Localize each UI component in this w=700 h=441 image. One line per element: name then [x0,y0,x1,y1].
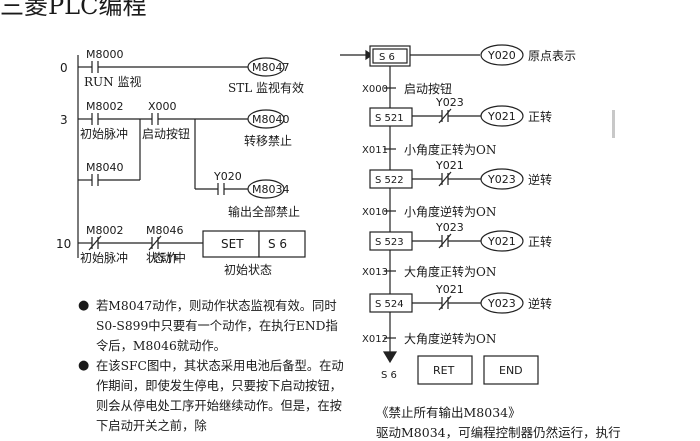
sfc-output-coil-1 [480,105,524,127]
sfc-step-box-3 [369,231,413,251]
contact-init-pulse-a: 初始脉冲 [80,126,128,141]
sfc-output-desc-1: 正转 [528,109,552,124]
sfc-trans-contact-1: X000 [362,84,388,95]
scroll-indicator[interactable] [612,110,615,138]
sfc-init-output-label: Y020 [487,49,516,62]
note-item: ● 在该SFC图中，其状态采用电池后备型。在动作期间，即使发生停电，只要按下启动… [78,356,348,436]
coil-m8040-desc: 转移禁止 [244,133,292,148]
step-number-3: 3 [60,113,68,127]
contact-m8040: M8040 [86,161,124,174]
sfc-output-label-4: Y023 [487,297,516,310]
sfc-ret-label: RET [433,364,455,377]
sfc-output-coil-4 [480,292,524,314]
sfc-output-coil-2 [480,168,524,190]
note-item: ● 若M8047动作，则动作状态监视有效。同时S0-S899中只要有一个动作，在… [78,296,348,356]
sfc-step-label-4: S 524 [375,299,404,310]
coil-m8047 [247,57,285,77]
coil-m8040 [247,109,285,129]
step-number-10: 10 [56,237,71,251]
sfc-output-coil-3 [480,230,524,252]
sfc-interlock-3: Y023 [435,221,464,234]
sfc-interlock-2: Y021 [435,159,464,172]
sfc-trans-desc-2: 小角度正转为ON [404,142,496,157]
contact-start-btn: 启动按钮 [142,126,190,141]
contact-init-pulse-b: 初始脉冲 [80,250,128,265]
contact-x000: X000 [148,100,177,113]
bullet-icon: ● [78,358,90,373]
sfc-trans-desc-5: 大角度逆转为ON [404,331,496,346]
sfc-trans-contact-5: X012 [362,334,388,345]
sfc-trans-desc-3: 小角度逆转为ON [404,204,496,219]
sfc-step-box-1 [369,107,413,127]
sfc-trans-desc-1: 启动按钮 [404,81,452,96]
page-header-title: 三菱PLC编程 [0,0,147,20]
contact-run-label: RUN 监视 [84,74,141,89]
coil-m8034-label: M8034 [252,183,290,196]
sfc-jump-target: S 6 [381,370,397,381]
coil-m8034-desc: 输出全部禁止 [228,204,300,219]
coil-m8047-label: M8047 [252,61,290,74]
sfc-trans-contact-4: X013 [362,267,388,278]
sfc-step-box-2 [369,169,413,189]
sfc-end-label: END [499,364,523,377]
sfc-output-desc-4: 逆转 [528,296,552,311]
bullet-icon: ● [78,298,90,313]
note-text: 在该SFC图中，其状态采用电池后备型。在动作期间，即使发生停电，只要按下启动按钮… [96,359,344,433]
sfc-init-output-desc: 原点表示 [528,49,576,63]
contact-m8002-b: M8002 [86,224,124,237]
sfc-output-label-2: Y023 [487,173,516,186]
sfc-trans-contact-3: X010 [362,207,388,218]
coil-m8034 [247,179,285,199]
set-operand-label: S 6 [268,237,287,251]
coil-m8047-desc: STL 监视有效 [228,80,304,95]
section-body: 驱动M8034，可编程控制器仍然运行，执行 [376,425,621,440]
set-op-label: SET [221,237,244,251]
sfc-step-label-2: S 522 [375,175,404,186]
section-caption: 《禁止所有输出M8034》 [376,405,521,420]
step-number-0: 0 [60,61,68,75]
sfc-step-label-1: S 521 [375,113,404,124]
sfc-output-label-1: Y021 [487,110,516,123]
set-op-box [202,230,260,258]
contact-m8000: M8000 [86,48,124,61]
sfc-output-desc-2: 逆转 [528,172,552,187]
contact-m8002-a: M8002 [86,100,124,113]
sfc-ret-box [417,355,473,385]
sfc-trans-contact-2: X011 [362,145,388,156]
sfc-interlock-4: Y021 [435,283,464,296]
coil-m8040-label: M8040 [252,113,290,126]
sfc-step-box-4 [369,293,413,313]
sfc-init-output-coil [480,44,524,66]
sfc-init-step-label: S 6 [379,52,395,63]
sfc-output-label-3: Y021 [487,235,516,248]
contact-m8046: M8046 [146,224,184,237]
sfc-end-box [483,355,539,385]
notes-block: ● 若M8047动作，则动作状态监视有效。同时S0-S899中只要有一个动作，在… [78,296,348,436]
contact-state-action: 状态动作中 [146,250,186,265]
contact-y020: Y020 [213,170,242,183]
sfc-trans-desc-4: 大角度正转为ON [404,264,496,279]
sfc-interlock-1: Y023 [435,96,464,109]
sfc-init-step-inner [372,48,408,64]
note-text: 若M8047动作，则动作状态监视有效。同时S0-S899中只要有一个动作，在执行… [96,299,338,353]
sfc-output-desc-3: 正转 [528,234,552,249]
set-operand-box [258,230,306,258]
sfc-step-label-3: S 523 [375,237,404,248]
set-desc: 初始状态 [224,263,272,277]
